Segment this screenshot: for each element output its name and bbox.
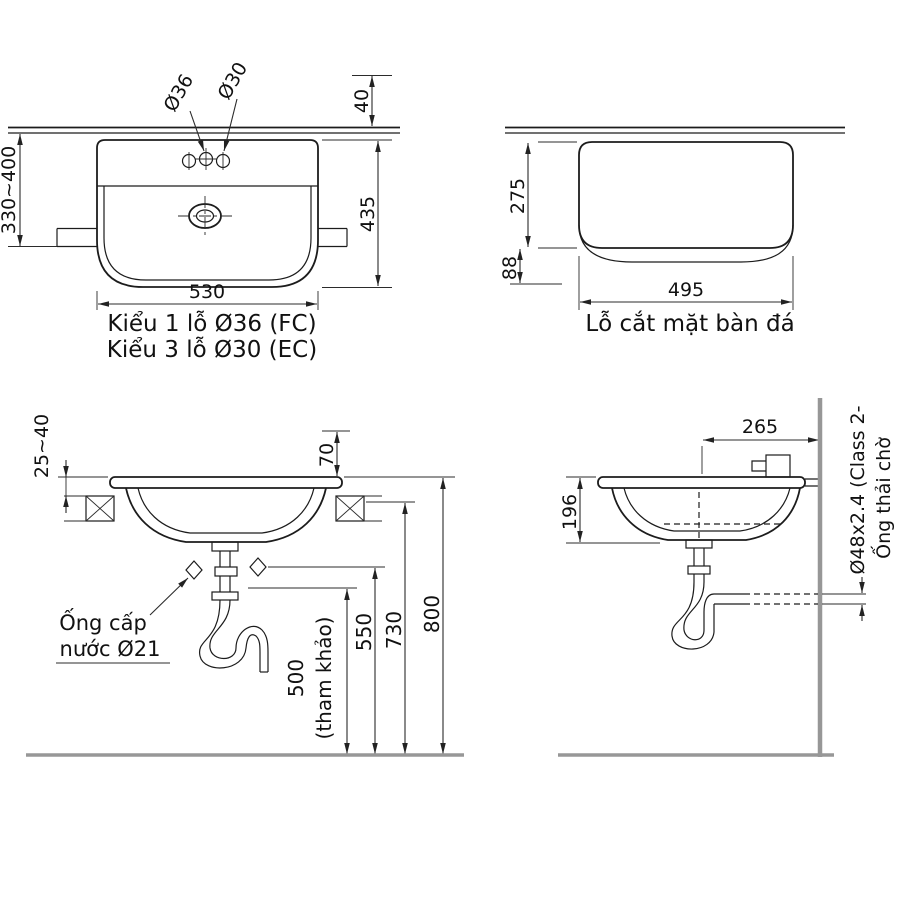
hole-diameter-label-36: Ø36	[159, 71, 198, 116]
dim-label-500-note: (tham khảo)	[312, 617, 336, 740]
dim-label-25-40: 25~40	[31, 414, 53, 478]
dim-label-330-400: 330~400	[0, 146, 20, 234]
sink-rim	[109, 476, 343, 489]
ext-line	[822, 593, 866, 605]
faucet	[751, 454, 791, 478]
rim-to-wall	[805, 478, 820, 487]
dim-label-70: 70	[316, 443, 338, 467]
counter-bracket-right	[335, 495, 382, 522]
counter-front-right	[318, 227, 348, 248]
dim-label-40: 40	[351, 89, 373, 113]
ext-line	[566, 476, 660, 544]
supply-leader-line	[149, 577, 189, 616]
dim-label-800: 800	[420, 595, 444, 633]
ext-line	[538, 141, 577, 249]
faucet-hole-centerlines	[188, 148, 224, 170]
bowl-inner	[137, 487, 315, 534]
ext-line	[322, 139, 392, 288]
leader-line-36	[189, 110, 205, 152]
sink-outline	[96, 139, 319, 288]
supply-note-line2: nước Ø21	[60, 637, 161, 661]
dim-label-265: 265	[742, 416, 778, 438]
bowl-inner-side	[623, 487, 791, 532]
plan-caption-line2: Kiểu 3 lỗ Ø30 (EC)	[107, 335, 317, 363]
counter-bracket-left	[64, 495, 115, 522]
drain-trap-side	[671, 539, 818, 650]
dim-label-196: 196	[559, 494, 581, 530]
install-front-view: 25~40 70 Ống cấp nước Ø21 500 (tham khảo…	[26, 414, 464, 757]
dim-label-88: 88	[499, 256, 521, 280]
waste-pipe-label-line2: Ống thải chờ	[869, 437, 895, 559]
supply-note-line1: Ống cấp	[59, 607, 147, 635]
plan-caption-line1: Kiểu 1 lỗ Ø36 (FC)	[107, 309, 316, 337]
install-side-view: 196 265 Ø48x2.4 (Class 2- Ống thải chờ	[558, 398, 895, 757]
sink-inner-bowl	[103, 186, 312, 281]
dim-label-530: 530	[189, 281, 225, 303]
sink-rim-side	[597, 476, 806, 489]
dim-label-275: 275	[507, 178, 529, 214]
counter-front-left	[56, 227, 97, 248]
drain-trap	[198, 541, 269, 673]
leader-line-30	[223, 98, 238, 152]
supply-stub-left	[185, 560, 203, 580]
cutout-outline	[578, 141, 794, 249]
dim-label-730: 730	[382, 611, 406, 649]
hole-diameter-label-30: Ø30	[213, 59, 252, 104]
dim-label-550: 550	[352, 613, 376, 651]
bowl-outline	[125, 487, 327, 543]
drain-centerlines	[178, 196, 232, 236]
counter-cutout-view: 275 88 495 Lỗ cắt mặt bàn đá	[499, 126, 845, 337]
plan-view: Ø36 Ø30 40 330~400 435 530 Kiểu 1 lỗ Ø36…	[0, 59, 400, 363]
bowl-outline-side	[611, 487, 801, 541]
basin-front-curve	[578, 224, 794, 263]
dim-label-495: 495	[668, 279, 704, 301]
dim-label-435: 435	[357, 196, 379, 232]
waste-pipe-label-line1: Ø48x2.4 (Class 2-	[847, 405, 869, 574]
ext-line	[578, 256, 794, 310]
hidden-drain-line	[664, 492, 780, 538]
supply-stub-right	[249, 557, 267, 577]
cutout-caption: Lỗ cắt mặt bàn đá	[585, 309, 794, 337]
dim-label-500: 500	[284, 659, 308, 697]
ext-line	[96, 291, 319, 310]
